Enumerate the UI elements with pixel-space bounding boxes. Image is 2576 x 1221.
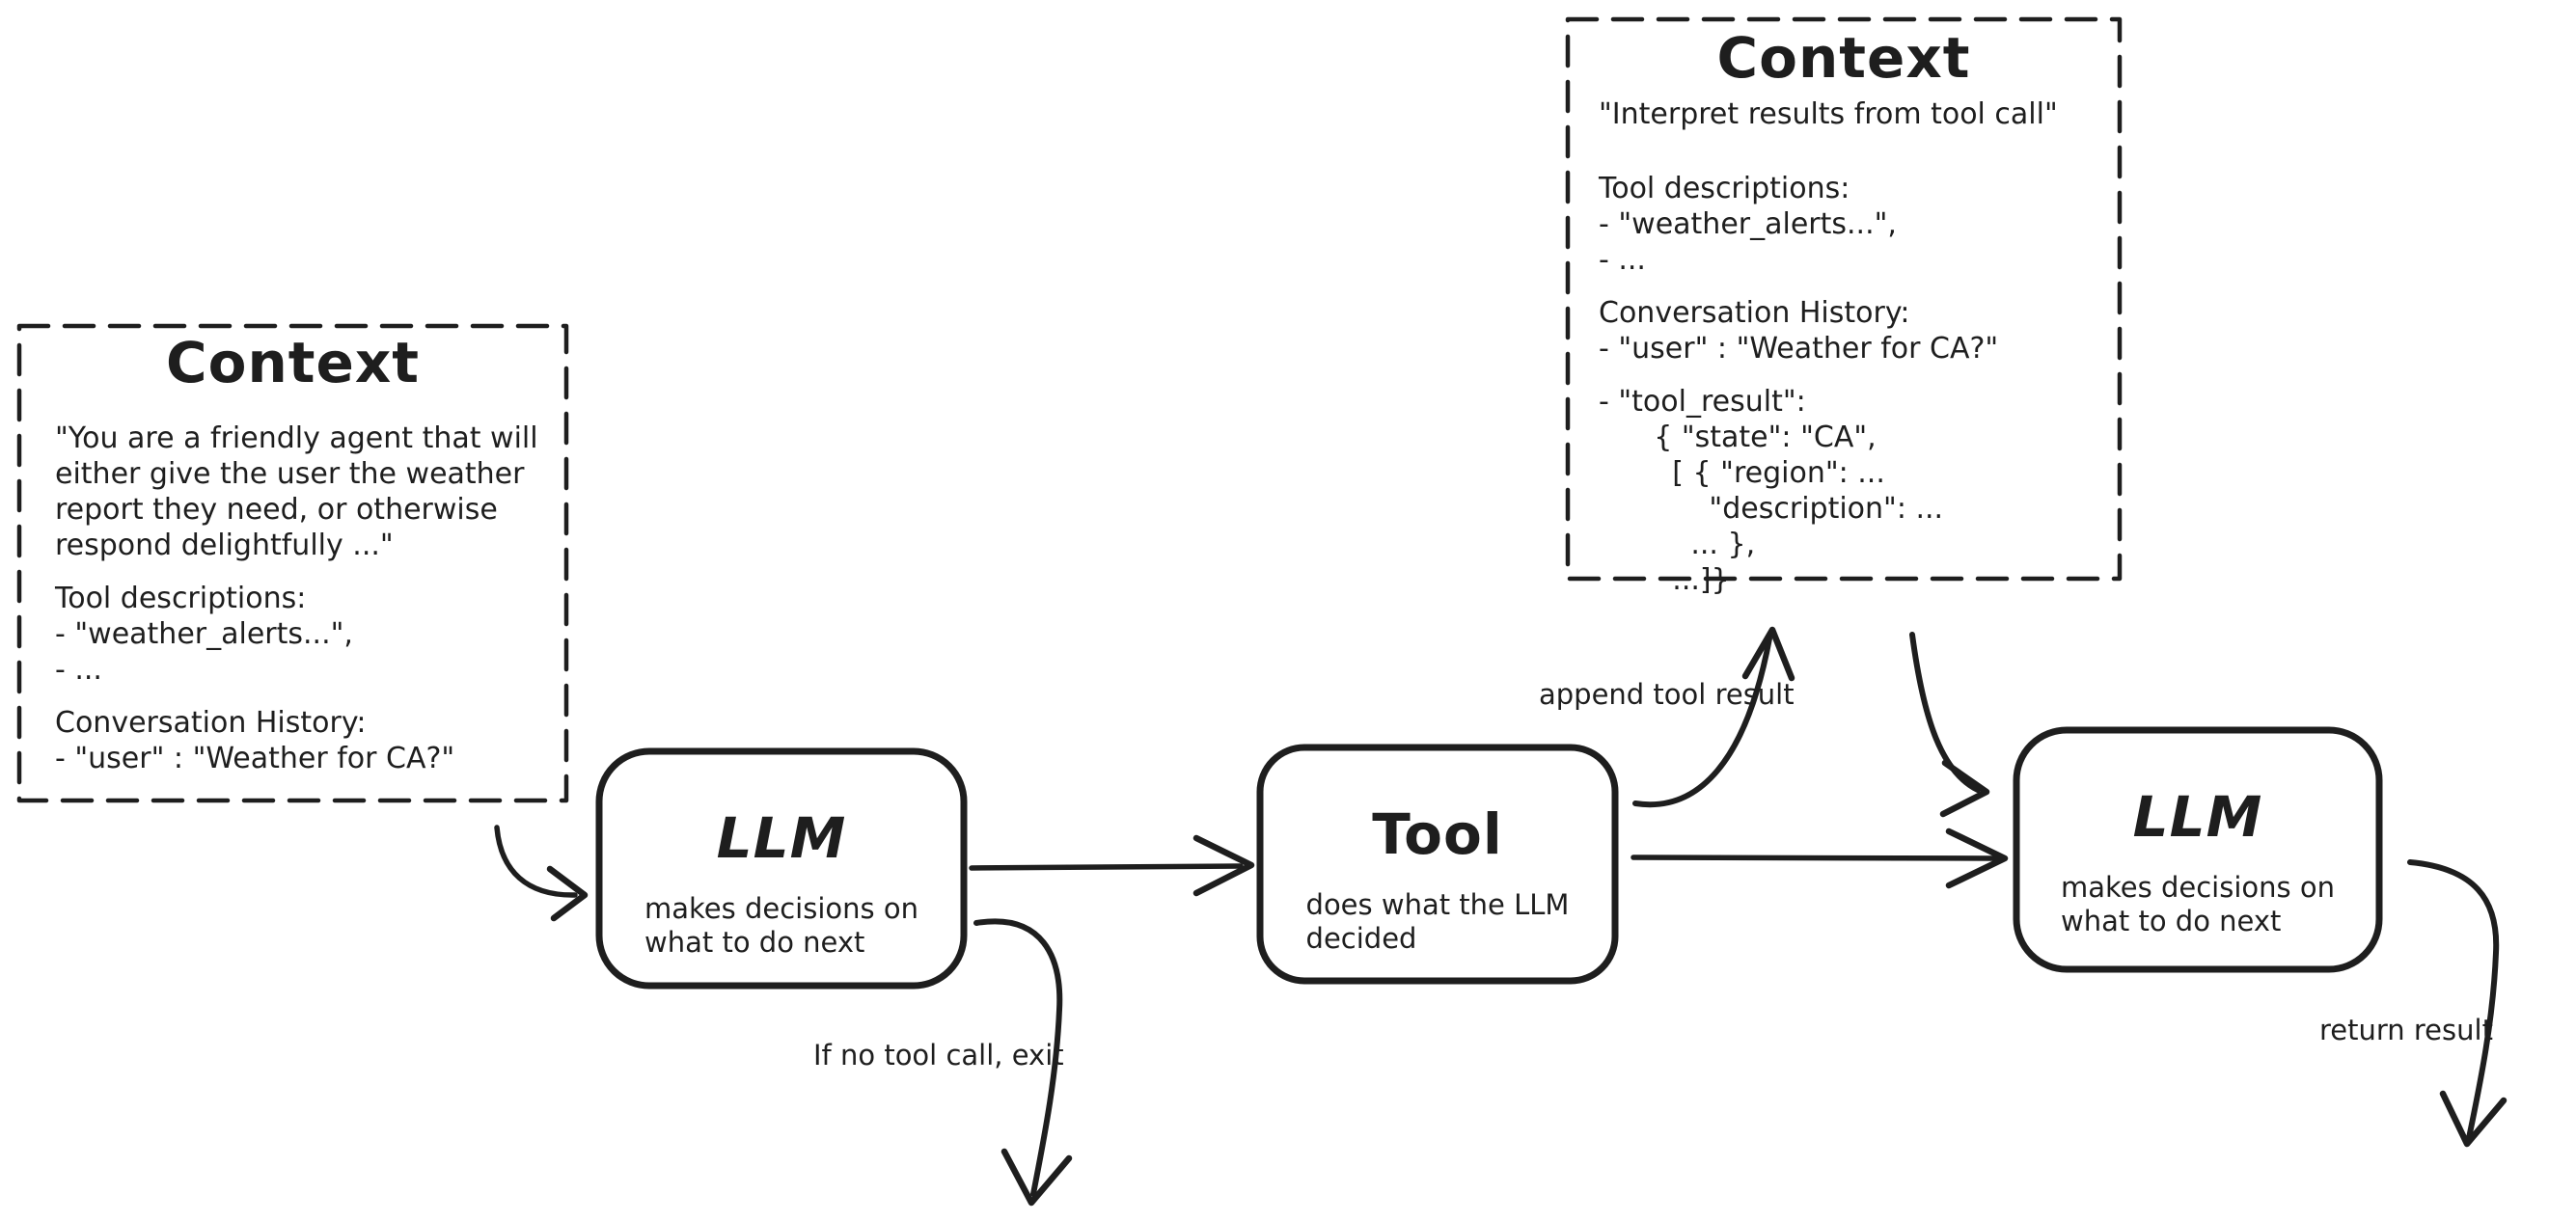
arrow-context-to-llm-second bbox=[1909, 632, 1981, 793]
context-box-tool-result-body: "Interpret results from tool call" Tool … bbox=[1599, 96, 2100, 615]
arrowhead-llm-exit bbox=[1000, 1148, 1073, 1207]
context-tool-result-system-prompt: "Interpret results from tool call" bbox=[1599, 97, 2058, 131]
llm-node-outline-second bbox=[2013, 726, 2383, 973]
label-return-result: return result bbox=[2319, 1014, 2493, 1046]
arrowhead-context-to-llm-second bbox=[1939, 759, 1990, 818]
arrow-llm-to-tool bbox=[969, 863, 1244, 871]
context-tool-result-conversation-history: Conversation History: - "user" : "Weathe… bbox=[1599, 296, 1999, 366]
tool-node-title: Tool bbox=[1372, 801, 1503, 867]
llm-node-first-title: LLM bbox=[716, 805, 847, 871]
context-box-initial-title-wrap: Context bbox=[19, 330, 566, 395]
arrow-tool-to-llm bbox=[1631, 855, 1998, 861]
context-box-initial-body: "You are a friendly agent that will eith… bbox=[55, 421, 542, 794]
llm-node-outline-first bbox=[595, 747, 968, 990]
context-box-tool-result-title-wrap: Context bbox=[1568, 25, 2120, 91]
context-tool-result-title: Context bbox=[1716, 25, 1971, 91]
arrowhead-context-to-llm bbox=[546, 865, 589, 922]
llm-node-second-title: LLM bbox=[2132, 784, 2263, 850]
context-initial-conversation-history: Conversation History: - "user" : "Weathe… bbox=[55, 706, 455, 775]
arrowhead-llm-to-tool bbox=[1192, 834, 1255, 897]
context-box-outline-tool-result bbox=[1565, 16, 2123, 582]
tool-node-outline bbox=[1256, 744, 1619, 985]
llm-node-first-subtitle: makes decisions on what to do next bbox=[644, 892, 918, 959]
arrow-llm-return bbox=[2407, 859, 2500, 1141]
llm-node-second-subtitle: makes decisions on what to do next bbox=[2061, 871, 2335, 937]
arrow-llm-exit bbox=[973, 918, 1063, 1197]
context-box-outline-initial bbox=[16, 323, 569, 803]
context-initial-system-prompt: "You are a friendly agent that will eith… bbox=[55, 421, 538, 562]
arrowhead-tool-to-llm bbox=[1945, 828, 2009, 889]
llm-node-second: LLM makes decisions on what to do next bbox=[2016, 730, 2379, 969]
llm-node-first: LLM makes decisions on what to do next bbox=[599, 751, 964, 986]
context-initial-tool-descriptions: Tool descriptions: - "weather_alerts..."… bbox=[55, 582, 353, 687]
label-no-tool-call-exit: If no tool call, exit bbox=[813, 1039, 1064, 1072]
arrowhead-llm-return bbox=[2439, 1090, 2507, 1148]
context-initial-title: Context bbox=[166, 330, 420, 395]
label-append-tool-result: append tool result bbox=[1539, 678, 1795, 711]
tool-node-subtitle: does what the LLM decided bbox=[1305, 888, 1570, 955]
context-tool-result-tool-descriptions: Tool descriptions: - "weather_alerts..."… bbox=[1599, 172, 1897, 277]
tool-node: Tool does what the LLM decided bbox=[1260, 747, 1615, 981]
arrow-context-to-llm bbox=[494, 825, 578, 898]
arrow-tool-to-context bbox=[1632, 636, 1772, 808]
arrowhead-tool-to-context bbox=[1741, 626, 1795, 682]
context-tool-result-json: - "tool_result": { "state": "CA", [ { "r… bbox=[1599, 385, 1944, 597]
